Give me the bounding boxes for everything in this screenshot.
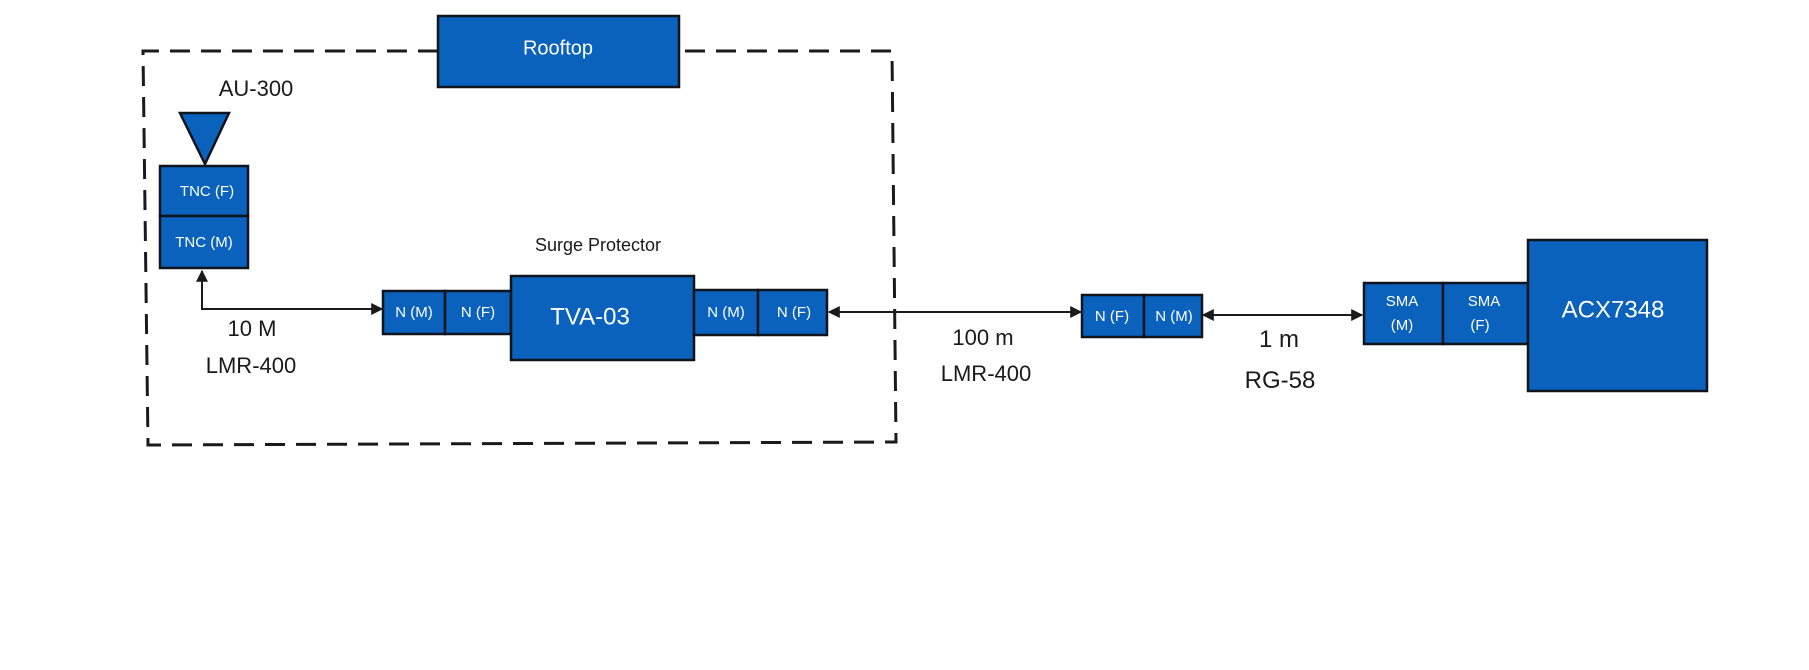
adapter-connector-n-f xyxy=(1080,293,1146,339)
receiver-connector-sma-f-line2: (F) xyxy=(1470,317,1489,334)
surge-output-connector-n-f-label: N (F) xyxy=(777,304,811,321)
rooftop-dashed-border xyxy=(141,49,898,447)
rooftop-zone: Rooftop xyxy=(141,14,898,447)
rooftop-label-box xyxy=(436,14,681,89)
receiver-connector-sma-m-line1: SMA xyxy=(1386,293,1419,310)
antenna-model-label: AU-300 xyxy=(219,76,294,101)
receiver-model-label: ACX7348 xyxy=(1562,296,1665,323)
surge-protector-body xyxy=(509,274,696,362)
receiver-connector-sma-f-line1: SMA xyxy=(1468,293,1501,310)
receiver-connector-sma-m-line2: (M) xyxy=(1391,317,1414,334)
cable-1-length-label: 10 M xyxy=(228,316,277,341)
surge-protector-group: Surge Protector N (M) N (F) TVA-03 N (M)… xyxy=(381,235,829,362)
surge-output-connector-n-m xyxy=(692,288,760,337)
cable-1-group: 10 M LMR-400 xyxy=(196,269,384,378)
cable-2-group: 100 m LMR-400 xyxy=(827,306,1083,386)
cable-2-type-label: LMR-400 xyxy=(941,361,1031,386)
receiver-body xyxy=(1526,238,1709,393)
rooftop-label: Rooftop xyxy=(523,37,593,59)
antenna-connector-tnc-m-label: TNC (M) xyxy=(175,234,232,251)
cable-3-type-label: RG-58 xyxy=(1245,367,1316,394)
adapter-connector-n-f-label: N (F) xyxy=(1095,308,1129,325)
surge-output-connector-n-m-label: N (M) xyxy=(707,304,745,321)
surge-protector-caption: Surge Protector xyxy=(535,235,661,255)
receiver-connector-sma-m xyxy=(1362,281,1445,346)
surge-protector-model-label: TVA-03 xyxy=(550,303,630,330)
cable-2-length-label: 100 m xyxy=(952,325,1013,350)
antenna-icon xyxy=(177,111,231,167)
surge-output-connector-n-f xyxy=(756,288,829,337)
surge-input-connector-n-m xyxy=(381,289,447,336)
adapter-connector-n-m-label: N (M) xyxy=(1155,308,1193,325)
antenna-group: AU-300 TNC (F) TNC (M) xyxy=(158,76,294,270)
surge-input-connector-n-f-label: N (F) xyxy=(461,304,495,321)
cable-1-type-label: LMR-400 xyxy=(206,353,296,378)
antenna-connector-tnc-f-label: TNC (F) xyxy=(180,183,234,200)
cable-3-length-label: 1 m xyxy=(1259,326,1299,353)
antenna-connector-tnc-f xyxy=(158,164,250,218)
antenna-connector-tnc-m xyxy=(158,214,250,270)
cable-1-line xyxy=(196,269,384,315)
surge-input-connector-n-m-label: N (M) xyxy=(395,304,433,321)
receiver-group: SMA (M) SMA (F) ACX7348 xyxy=(1362,238,1709,393)
adapter-group: N (F) N (M) xyxy=(1080,293,1204,339)
cable-3-group: 1 m RG-58 xyxy=(1201,309,1364,394)
receiver-connector-sma-f xyxy=(1441,281,1530,346)
